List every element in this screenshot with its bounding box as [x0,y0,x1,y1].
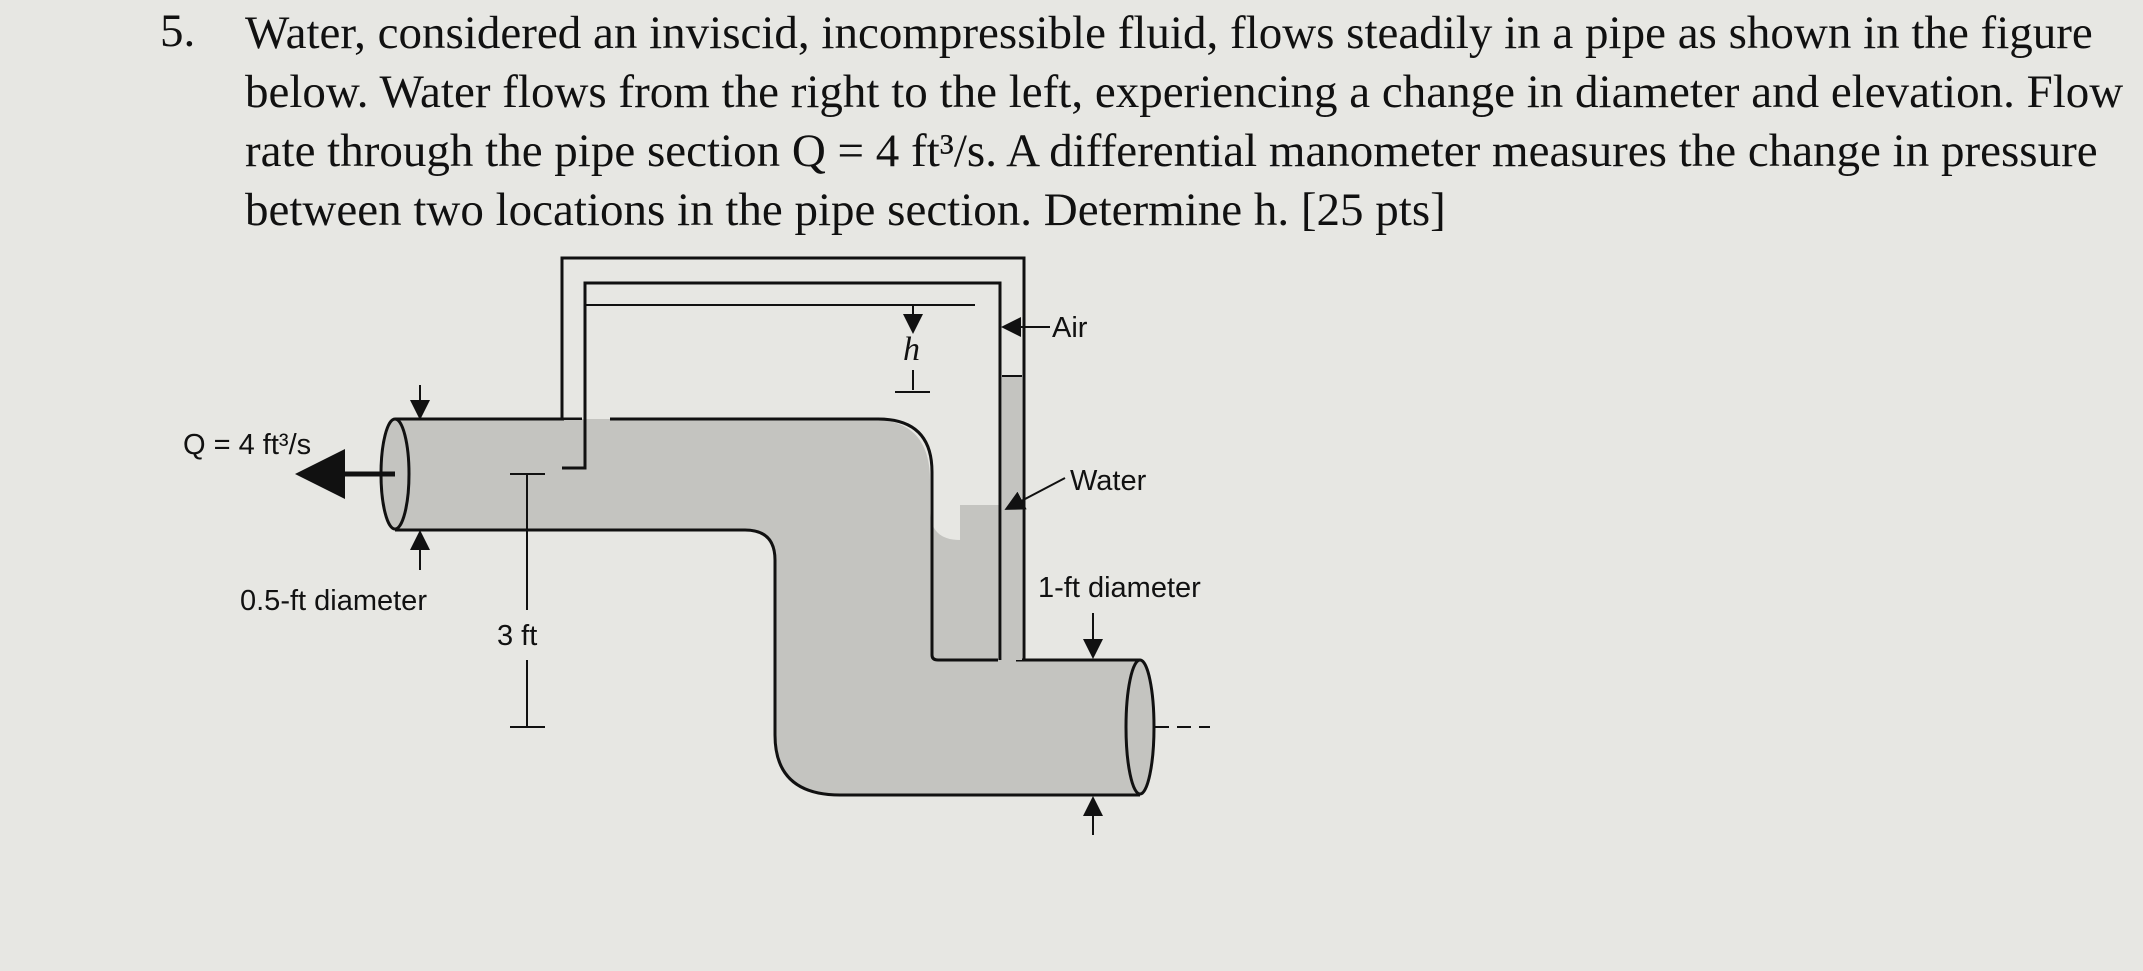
problem-text: Water, considered an inviscid, incompres… [245,7,2124,236]
left-diameter-label: 0.5-ft diameter [240,585,427,617]
water-label: Water [1070,465,1147,497]
h-label: h [903,331,920,368]
air-label: Air [1052,312,1088,344]
differential-manometer [560,256,1026,660]
problem-number: 5. [160,5,196,57]
pipe-outline-lower [395,528,1140,797]
right-diameter-label: 1-ft diameter [1038,572,1201,604]
h-dimension: h [895,305,930,393]
elevation-label: 3 ft [497,620,537,652]
pipe-body [395,419,1140,795]
flow-label: Q = 4 ft³/s [183,429,311,461]
elevation-dimension: 3 ft [497,473,545,728]
pipe-right-end [1124,658,1156,796]
water-arrow [1004,477,1066,510]
